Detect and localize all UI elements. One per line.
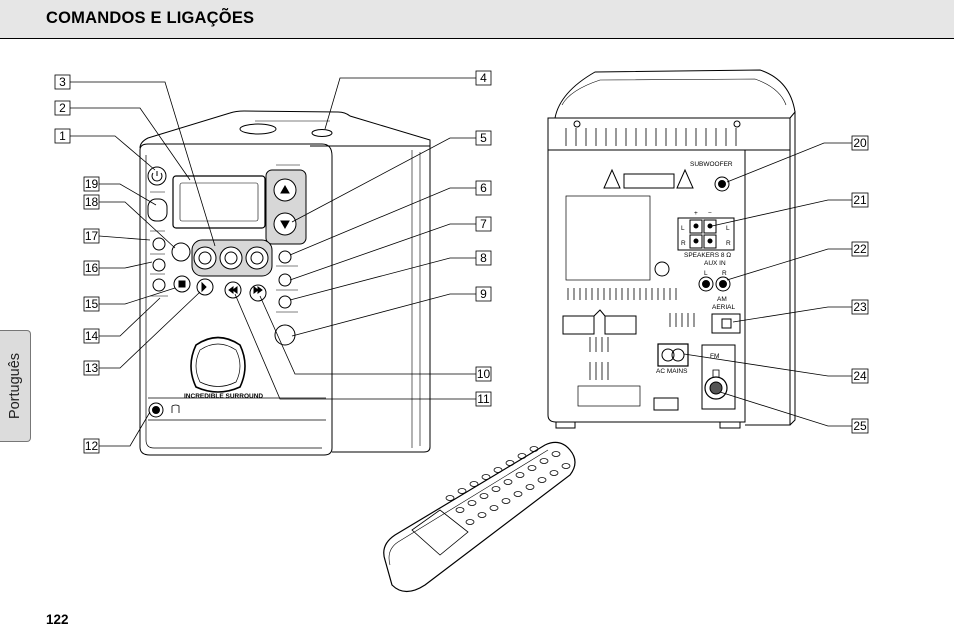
callout-25: 25: [853, 419, 867, 433]
speaker-right-label-2: R: [726, 240, 731, 247]
callout-17: 17: [85, 229, 99, 243]
callout-23: 23: [853, 300, 867, 314]
callout-15: 15: [85, 297, 99, 311]
rear-unit: [547, 69, 796, 429]
front-unit: [139, 110, 431, 456]
callout-5: 5: [480, 131, 487, 145]
aerial-label: AERIAL: [712, 304, 736, 311]
callout-2: 2: [59, 101, 66, 115]
ac-mains-label: AC MAINS: [656, 368, 688, 375]
fm-label: FM: [710, 353, 719, 360]
callout-numbers: 3 2 1 19 18 17 16 15 14 13 12 4 5 6 7 8 …: [59, 71, 867, 453]
callout-8: 8: [480, 251, 487, 265]
callout-10: 10: [477, 367, 491, 381]
speaker-right-label: L: [726, 225, 730, 232]
callout-11: 11: [477, 392, 490, 406]
callout-21: 21: [853, 193, 867, 207]
aux-r-label: R: [722, 270, 727, 277]
callout-3: 3: [59, 75, 66, 89]
callout-14: 14: [85, 329, 99, 343]
callout-9: 9: [480, 287, 487, 301]
page-number: 122: [46, 612, 69, 627]
callout-16: 16: [85, 261, 99, 275]
callout-6: 6: [480, 181, 487, 195]
remote-control: [383, 441, 576, 593]
callout-22: 22: [853, 242, 867, 256]
callout-1: 1: [59, 129, 66, 143]
speakers-label: SPEAKERS 8 Ω: [684, 252, 731, 259]
callout-boxes: [54, 70, 869, 454]
language-side-tab: Português: [0, 330, 31, 442]
speaker-minus-label: −: [708, 210, 712, 217]
callout-12: 12: [85, 439, 99, 453]
callout-13: 13: [85, 361, 99, 375]
callout-4: 4: [480, 71, 487, 85]
leader-lines: [70, 77, 852, 447]
aux-l-label: L: [704, 270, 708, 277]
speaker-plus-label: +: [694, 210, 698, 217]
incredible-surround-label: INCREDIBLE SURROUND: [184, 393, 263, 400]
callout-18: 18: [85, 195, 99, 209]
callout-19: 19: [85, 177, 99, 191]
speaker-left-label: L: [681, 225, 685, 232]
subwoofer-label: SUBWOOFER: [690, 161, 733, 168]
speaker-left-label-2: R: [681, 240, 686, 247]
callout-24: 24: [853, 369, 867, 383]
callout-7: 7: [480, 217, 487, 231]
callout-20: 20: [853, 136, 867, 150]
aux-in-label: AUX IN: [704, 260, 726, 267]
am-label: AM: [717, 296, 727, 303]
page-title: COMANDOS E LIGAÇÕES: [46, 9, 255, 27]
page-header: COMANDOS E LIGAÇÕES: [0, 0, 954, 39]
